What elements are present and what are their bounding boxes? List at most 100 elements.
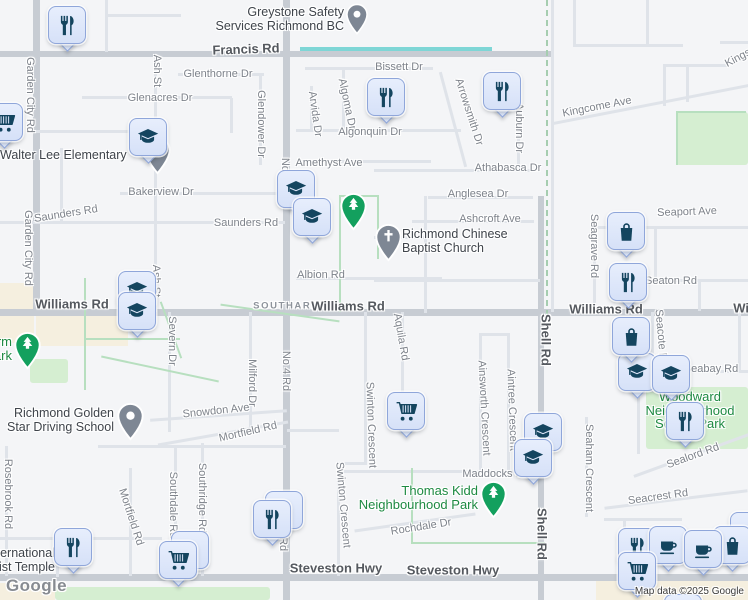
driving-school-label-line: Star Driving School	[7, 420, 114, 434]
cart-marker[interactable]	[618, 552, 656, 598]
street-label: Albion Rd	[297, 269, 345, 281]
coffee-cup-icon	[659, 540, 677, 554]
park-pin[interactable]	[13, 331, 42, 375]
street-label: Glenthorne Dr	[183, 68, 253, 80]
restaurant-marker[interactable]	[253, 500, 291, 546]
shopping-cart-icon	[168, 551, 190, 570]
restaurant-marker[interactable]	[609, 263, 647, 309]
school-icon	[137, 129, 159, 143]
partial-marker[interactable]	[664, 594, 702, 600]
restaurant-icon	[379, 87, 393, 107]
school-marker[interactable]	[618, 353, 656, 399]
map-attribution: Map data ©2025 Google	[634, 586, 744, 597]
road-segment	[259, 73, 262, 165]
school-marker[interactable]	[129, 118, 167, 164]
street-label: Shell Rd	[538, 313, 554, 367]
school-icon	[301, 209, 323, 223]
street-label: Ash St	[151, 54, 163, 88]
school-marker[interactable]	[514, 439, 552, 485]
road-segment	[0, 51, 552, 57]
street-label: Swinton Crescent	[363, 381, 379, 469]
bag-marker[interactable]	[607, 212, 645, 258]
school-icon	[660, 366, 682, 380]
park-pin[interactable]	[339, 192, 368, 236]
road-segment	[174, 446, 177, 576]
marker-box	[483, 72, 521, 110]
restaurant-marker[interactable]	[666, 402, 704, 448]
marker-box	[514, 439, 552, 477]
marker-box	[253, 500, 291, 538]
street-label: Mortfield Rd	[217, 419, 279, 445]
road-segment	[479, 333, 510, 336]
church-pin[interactable]	[374, 223, 403, 267]
school-marker[interactable]	[652, 355, 690, 401]
school-marker[interactable]	[293, 198, 331, 244]
cart-marker[interactable]	[159, 541, 197, 587]
marker-box	[48, 6, 86, 44]
walter-lee-label[interactable]: Walter Lee Elementary	[0, 148, 127, 162]
restaurant-icon	[621, 272, 635, 292]
south-arm-park-label[interactable]: South ArmPark	[0, 335, 12, 362]
shopping-cart-icon	[396, 402, 418, 421]
google-logo[interactable]: Google	[6, 576, 67, 595]
restaurant-icon	[66, 537, 80, 557]
road-segment	[33, 0, 40, 313]
temple-label-line: Buddhist Temple	[0, 560, 55, 574]
school-icon	[626, 364, 648, 378]
area-label: SOUTHARM	[253, 300, 321, 312]
greystone-label-line: Greystone Safety	[247, 5, 344, 19]
road-segment	[337, 470, 543, 473]
temple-label[interactable]: InternationalBuddhist Temple	[0, 546, 55, 574]
street-label: Garden City Rd	[24, 57, 36, 133]
greystone-pin[interactable]	[345, 3, 369, 40]
tree-icon	[479, 480, 507, 519]
road-segment	[479, 334, 482, 474]
coffee-marker[interactable]	[684, 530, 722, 576]
restaurant-marker[interactable]	[48, 6, 86, 52]
road-segment	[663, 64, 666, 106]
road-segment	[638, 370, 748, 373]
dot-icon	[116, 402, 144, 441]
driving-school-pin[interactable]	[116, 402, 145, 446]
temple-label-line: International	[0, 546, 55, 560]
road-segment	[720, 41, 748, 44]
cart-marker[interactable]	[387, 392, 425, 438]
park-pin[interactable]	[479, 480, 508, 524]
street-label: Glendower Dr	[255, 90, 267, 158]
marker-box	[618, 353, 656, 391]
tree-icon	[13, 331, 41, 370]
church-label-line: Richmond Chinese	[402, 227, 508, 241]
bag-marker[interactable]	[612, 317, 650, 363]
road-segment	[517, 95, 520, 171]
marker-box	[387, 392, 425, 430]
road-segment	[230, 98, 233, 133]
street-label: Amethyst Ave	[295, 157, 363, 169]
park-area	[30, 359, 68, 383]
school-marker[interactable]	[118, 292, 156, 338]
cart-marker[interactable]	[0, 103, 23, 149]
road-segment	[287, 429, 339, 432]
road-segment	[651, 312, 654, 392]
marker-box	[609, 263, 647, 301]
street-label: Seaham Crescent	[583, 423, 595, 513]
restaurant-icon	[630, 537, 644, 557]
road-segment	[538, 196, 544, 600]
restaurant-marker[interactable]	[54, 528, 92, 574]
thomas-kidd-park-label-line: Neighbourhood Park	[358, 496, 478, 512]
restaurant-marker[interactable]	[367, 78, 405, 124]
road-segment	[305, 67, 433, 70]
marker-box	[159, 541, 197, 579]
church-label-line: Baptist Church	[402, 241, 484, 255]
restaurant-marker[interactable]	[483, 72, 521, 118]
greystone-label-line: Services Richmond BC	[215, 19, 344, 33]
road-segment	[377, 195, 379, 259]
road-segment	[201, 443, 204, 576]
street-label: Shell Rd	[534, 507, 550, 561]
walter-lee-label-line: Walter Lee Elementary	[0, 148, 127, 162]
road-segment	[337, 462, 367, 465]
